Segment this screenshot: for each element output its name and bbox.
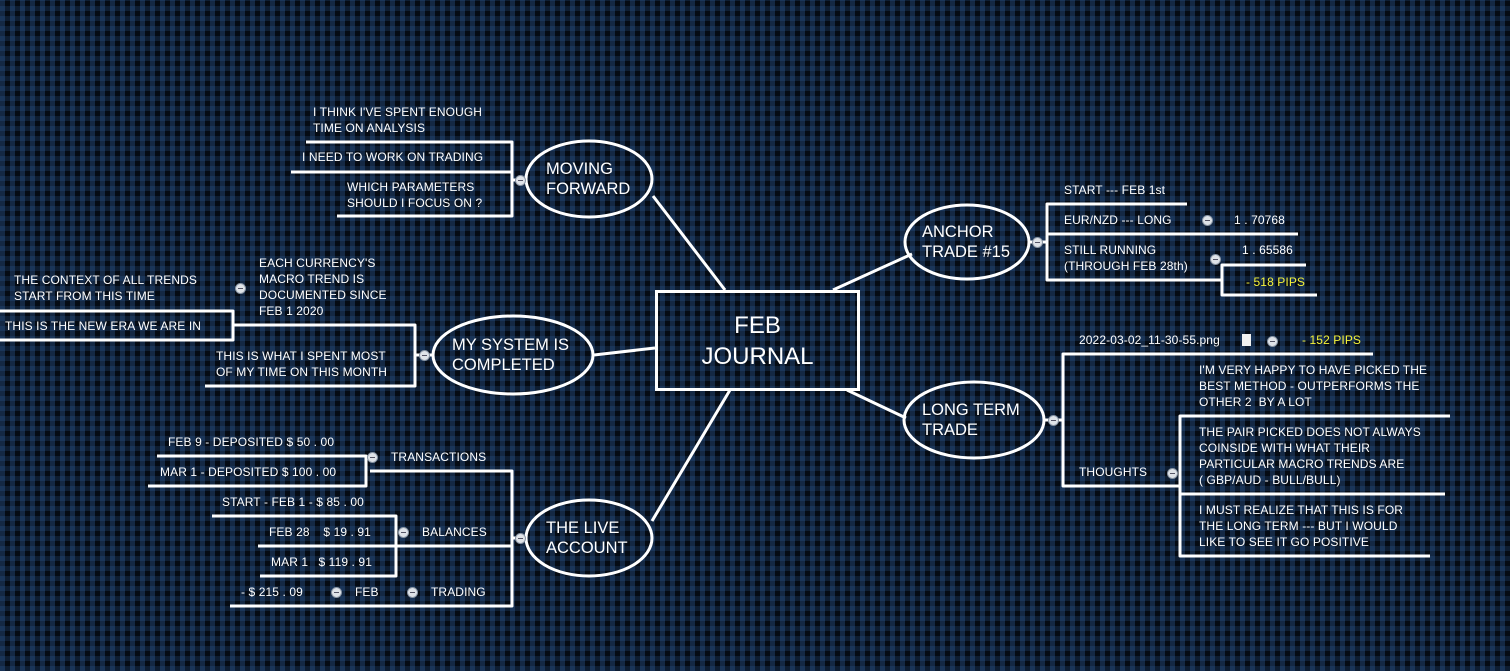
node-long-term-trade[interactable]: LONG TERM TRADE [922, 401, 1020, 439]
balance-item[interactable]: START - FEB 1 - $ 85 . 00 [222, 495, 364, 509]
collapse-icon[interactable] [398, 527, 409, 538]
anchor-status[interactable]: STILL RUNNING (THROUGH FEB 28th) [1064, 243, 1188, 273]
collapse-icon[interactable] [515, 533, 526, 544]
node-balances[interactable]: BALANCES [422, 525, 487, 539]
collapse-icon[interactable] [1167, 468, 1178, 479]
collapse-icon[interactable] [419, 350, 430, 361]
note-time-spent[interactable]: THIS IS WHAT I SPENT MOST OF MY TIME ON … [216, 349, 388, 379]
node-thoughts[interactable]: THOUGHTS [1079, 465, 1148, 479]
anchor-start[interactable]: START --- FEB 1st [1064, 183, 1166, 197]
node-moving-forward[interactable]: MOVING FORWARD [546, 160, 631, 198]
collapse-icon[interactable] [1202, 215, 1213, 226]
collapse-icon[interactable] [367, 452, 378, 463]
attachment-filename[interactable]: 2022-03-02_11-30-55.png [1079, 333, 1220, 347]
collapse-icon[interactable] [1048, 415, 1059, 426]
thought-item[interactable]: I MUST REALIZE THAT THIS IS FOR THE LONG… [1199, 503, 1404, 549]
long-term-pips[interactable]: - 152 PIPS [1302, 333, 1362, 347]
file-icon[interactable] [1242, 334, 1251, 346]
anchor-pair[interactable]: EUR/NZD --- LONG [1064, 213, 1172, 227]
node-live-account[interactable]: THE LIVE ACCOUNT [546, 519, 628, 557]
collapse-icon[interactable] [1032, 237, 1043, 248]
balance-item[interactable]: MAR 1 $ 119 . 91 [271, 555, 372, 569]
collapse-icon[interactable] [1210, 254, 1221, 265]
node-anchor-trade-shape [903, 203, 1031, 281]
node-trading[interactable]: TRADING [431, 585, 486, 599]
note-work-on-trading[interactable]: I NEED TO WORK ON TRADING [302, 150, 484, 164]
trading-result[interactable]: - $ 215 . 09 [241, 585, 303, 599]
balance-item[interactable]: FEB 28 $ 19 . 91 [269, 525, 371, 539]
collapse-icon[interactable] [1267, 336, 1278, 347]
transaction-item[interactable]: MAR 1 - DEPOSITED $ 100 . 00 [160, 465, 337, 479]
note-which-parameters[interactable]: WHICH PARAMETERS SHOULD I FOCUS ON ? [347, 180, 483, 210]
node-transactions[interactable]: TRANSACTIONS [391, 450, 487, 464]
collapse-icon[interactable] [407, 587, 418, 598]
anchor-current-price[interactable]: 1 . 65586 [1242, 243, 1293, 257]
node-my-system[interactable]: MY SYSTEM IS COMPLETED [452, 336, 570, 374]
thought-item[interactable]: THE PAIR PICKED DOES NOT ALWAYS COINSIDE… [1199, 425, 1421, 487]
node-anchor-trade[interactable]: ANCHOR TRADE #15 [922, 223, 1011, 261]
note-macro-trend-documented[interactable]: EACH CURRENCY'S MACRO TREND IS DOCUMENTE… [259, 256, 387, 318]
thought-item[interactable]: I'M VERY HAPPY TO HAVE PICKED THE BEST M… [1199, 363, 1428, 409]
collapse-icon[interactable] [235, 283, 246, 294]
transaction-item[interactable]: FEB 9 - DEPOSITED $ 50 . 00 [168, 435, 335, 449]
anchor-entry-price[interactable]: 1 . 70768 [1234, 213, 1285, 227]
note-context-of-trends[interactable]: THE CONTEXT OF ALL TRENDS START FROM THI… [14, 273, 197, 303]
note-enough-analysis[interactable]: I THINK I'VE SPENT ENOUGH TIME ON ANALYS… [313, 105, 483, 135]
note-new-era[interactable]: THIS IS THE NEW ERA WE ARE IN [5, 319, 202, 333]
collapse-icon[interactable] [515, 175, 526, 186]
anchor-pips[interactable]: - 518 PIPS [1246, 275, 1306, 289]
collapse-icon[interactable] [331, 587, 342, 598]
central-node-feb-journal[interactable]: FEB JOURNAL [655, 290, 860, 391]
node-trading-feb[interactable]: FEB [355, 585, 379, 599]
